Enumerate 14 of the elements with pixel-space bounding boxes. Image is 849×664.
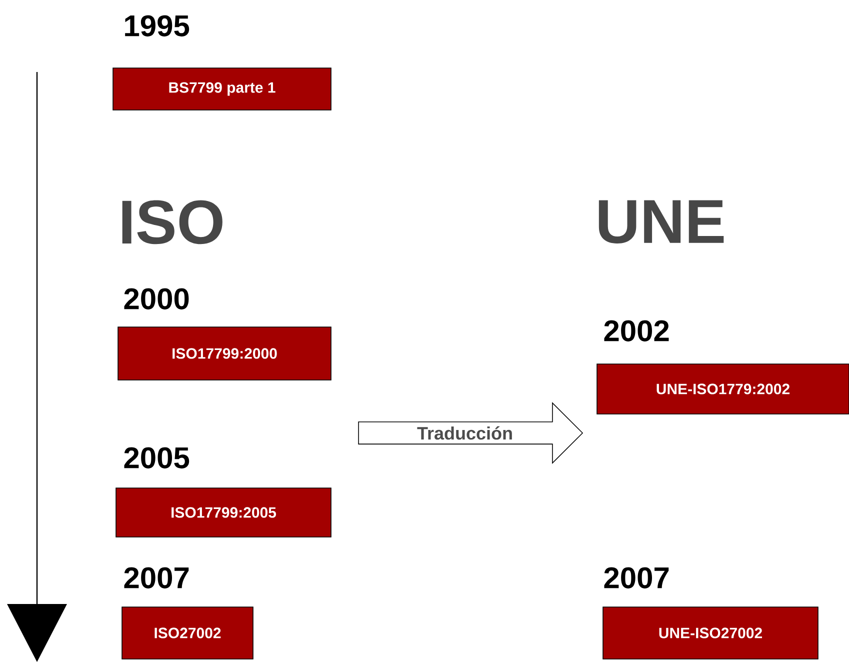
timeline-box: ISO17799:2000: [118, 326, 332, 380]
year-heading: 2002: [604, 320, 669, 342]
column-heading: ISO: [122, 200, 222, 244]
timeline-box: UNE-ISO1779:2002: [596, 364, 849, 414]
year-heading: 1995: [125, 15, 190, 36]
timeline-box: BS7799 parte 1: [112, 68, 332, 110]
year-heading: 2000: [124, 288, 189, 310]
timeline-box: ISO17799:2005: [116, 488, 332, 538]
timeline-box: ISO27002: [122, 606, 254, 660]
timeline-box: UNE-ISO27002: [602, 606, 818, 660]
year-heading: 2007: [124, 567, 189, 588]
year-heading: 2007: [604, 567, 669, 588]
year-heading: 2005: [124, 447, 190, 468]
column-heading: UNE: [598, 200, 724, 244]
